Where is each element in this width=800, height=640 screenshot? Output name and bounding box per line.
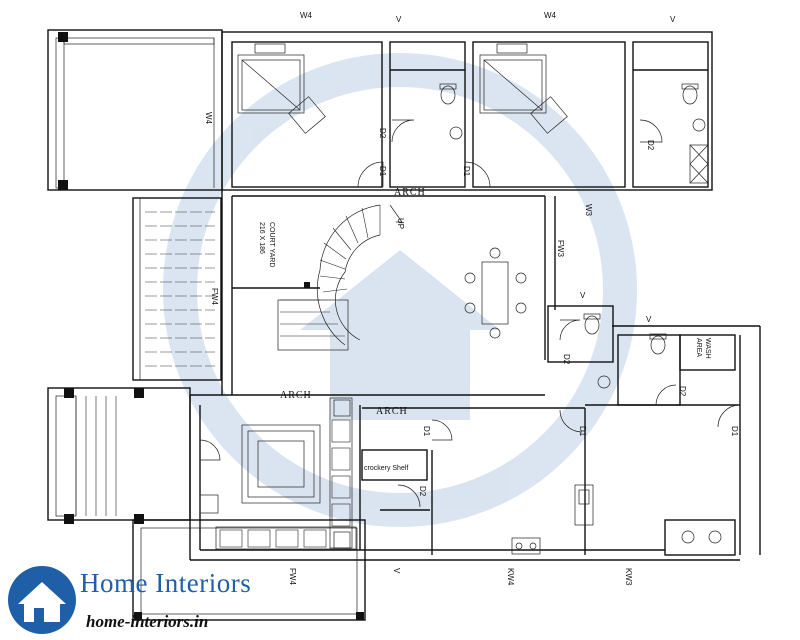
label-fw4-1: FW4 <box>210 288 219 305</box>
label-d1-2: D1 <box>462 166 471 177</box>
bed-2 <box>479 43 568 134</box>
label-d2-2: D2 <box>646 140 655 151</box>
label-d2-4: D2 <box>678 386 687 397</box>
label-crockery-shelf: crockery Shelf <box>364 465 408 472</box>
label-w4-1: W4 <box>300 11 313 20</box>
home-interiors-logo <box>8 566 76 634</box>
toilet-fixtures-top <box>439 83 709 184</box>
living-room-furniture <box>199 397 357 550</box>
label-d1-5: D1 <box>730 426 739 437</box>
label-d1-3: D1 <box>422 426 431 437</box>
label-d2-5: D2 <box>418 486 427 497</box>
label-fw3: FW3 <box>556 240 565 257</box>
label-area: AREA <box>695 338 702 357</box>
brand-url: home-interiors.in <box>86 612 209 631</box>
label-court-size: 216 X 186 <box>258 222 265 254</box>
label-arch-3: ARCH <box>376 406 408 417</box>
label-w3-1: W3 <box>584 204 593 217</box>
label-fw4-2: FW4 <box>288 568 297 585</box>
label-d1-1: D1 <box>378 166 387 177</box>
bottom-porch <box>47 387 191 524</box>
toilet-fixtures-mid <box>559 313 677 406</box>
room-labels: W4 V W4 V W4 D2 D2 D1 D1 ARCH W3 UP COUR… <box>204 11 739 586</box>
label-arch-1: ARCH <box>394 187 426 198</box>
left-deck <box>132 197 222 381</box>
label-v-5: V <box>392 568 401 574</box>
kitchen-fixtures <box>397 404 741 555</box>
label-v-2: V <box>670 15 676 24</box>
label-w4-3: W4 <box>204 112 213 125</box>
bottom-terrace <box>132 519 366 621</box>
top-wing-walls <box>221 31 713 191</box>
doors-top <box>357 119 663 188</box>
label-v-1: V <box>396 15 402 24</box>
label-wash: WASH <box>704 338 711 359</box>
label-d2-1: D2 <box>378 128 387 139</box>
label-arch-2: ARCH <box>280 390 312 401</box>
bed-1 <box>237 43 326 134</box>
label-court-yard: COURT YARD <box>268 222 275 267</box>
spiral-staircase <box>277 204 403 351</box>
top-terrace <box>47 29 223 191</box>
label-kw3: KW3 <box>624 568 633 586</box>
label-d1-4: D1 <box>578 426 587 437</box>
watermark-logo <box>163 53 637 527</box>
label-v-4: V <box>646 315 652 324</box>
label-d2-3: D2 <box>562 354 571 365</box>
dining-table <box>464 247 527 339</box>
label-kw4: KW4 <box>506 568 515 586</box>
label-up: UP <box>396 218 405 229</box>
label-v-3: V <box>580 291 586 300</box>
bottom-walls <box>189 394 740 561</box>
brand-title: Home Interiors <box>80 568 252 598</box>
label-w4-2: W4 <box>544 11 557 20</box>
